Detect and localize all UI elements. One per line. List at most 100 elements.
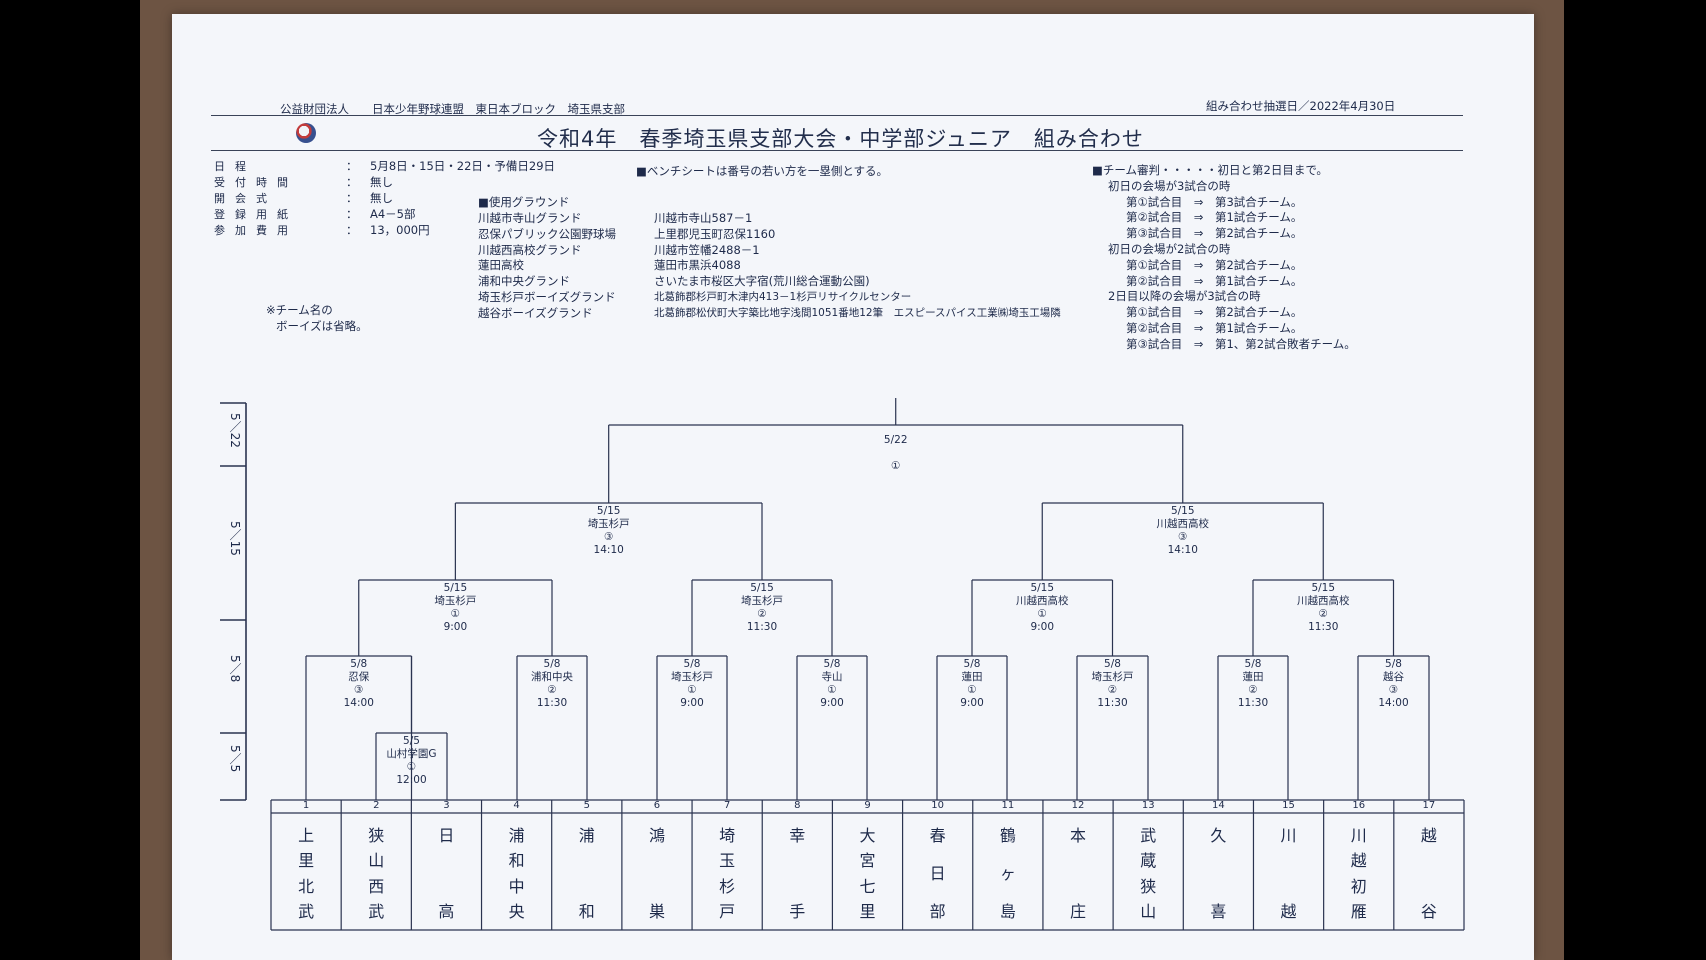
match-label-line: 11:30 [1097, 697, 1128, 709]
team-number: 11 [1001, 800, 1015, 811]
match-label-line: 5/15 [1311, 582, 1336, 594]
round-date: 5／22 [228, 412, 242, 448]
team-name-char: 央 [508, 901, 525, 921]
team-name-char: 武 [298, 901, 315, 921]
info-value: 無し [370, 175, 393, 189]
team-note-line-2: ボーイズは省略。 [276, 319, 368, 333]
match-label-line: ① [406, 761, 417, 773]
header-rule-top [211, 115, 1463, 116]
lottery-date: 組み合わせ抽選日／2022年4月30日 [1206, 99, 1396, 113]
team-name-char: 幸 [789, 826, 806, 845]
match-label-line: 5/15 [443, 582, 468, 594]
match-label-line: ① [891, 460, 901, 472]
team-number: 10 [931, 800, 945, 811]
referee-line: 2日目以降の会場が3試合の時 [1108, 289, 1261, 304]
team-name-char: 鶴 [999, 826, 1016, 845]
organization-line: 公益財団法人 日本少年野球連盟 東日本ブロック 埼玉県支部 [280, 102, 625, 116]
team-name: 埼玉杉戸 [692, 822, 762, 922]
info-value: 5月8日・15日・22日・予備日29日 [370, 159, 556, 173]
referee-line: 第①試合目 ⇒ 第2試合チーム。 [1126, 257, 1303, 272]
team-name-char: 日 [438, 826, 455, 845]
team-name-char: 埼 [719, 826, 736, 845]
team-name: 川越 [1254, 822, 1324, 922]
team-name-char: 春 [929, 826, 946, 845]
match-label-line: ① [450, 608, 461, 620]
team-name-char: 宮 [859, 851, 876, 871]
match-label-line: 9:00 [960, 697, 984, 709]
team-name-char: 戸 [719, 901, 736, 921]
team-name-char: 久 [1210, 826, 1227, 845]
team-number: 14 [1212, 800, 1225, 811]
bench-note: ■ベンチシートは番号の若い方を一塁側とする。 [636, 164, 889, 178]
match-label-line: 9:00 [820, 697, 844, 709]
team-number: 9 [864, 800, 871, 811]
team-name: 幸手 [762, 822, 832, 922]
team-name: 久喜 [1183, 822, 1253, 922]
team-name-char: 手 [789, 902, 806, 921]
team-name-char: 里 [859, 901, 876, 921]
document-sheet [172, 14, 1534, 960]
team-number: 1 [302, 800, 310, 811]
ground-name: 埼玉杉戸ボーイズグランド [478, 290, 616, 304]
info-label: 登録用紙 [214, 208, 298, 221]
referee-line: 第②試合目 ⇒ 第1試合チーム。 [1126, 210, 1303, 225]
team-number: 15 [1282, 800, 1295, 811]
match-label-line: 14:00 [1378, 697, 1409, 709]
info-value: A4－5部 [370, 207, 416, 221]
team-name: 鶴ヶ島 [973, 822, 1043, 922]
team-name-char: 武 [1140, 826, 1157, 845]
match-label-line: 5/8 [1244, 658, 1262, 670]
team-number: 4 [513, 800, 520, 811]
match-label-line: 忍保 [348, 671, 370, 683]
match-label-line: 川越西高校 [1297, 595, 1350, 607]
referee-line: 第③試合目 ⇒ 第1、第2試合敗者チーム。 [1126, 336, 1356, 351]
match-label-line: 5/8 [350, 658, 368, 670]
referee-line: 第③試合目 ⇒ 第2試合チーム。 [1126, 226, 1303, 241]
team-name: 武蔵狭山 [1113, 822, 1183, 922]
info-colon: ： [346, 223, 358, 237]
match-label-line: 5/8 [823, 658, 841, 670]
match-label-line: 埼玉杉戸 [741, 595, 783, 607]
grounds-title: ■使用グラウンド [478, 195, 570, 209]
team-name-char: 日 [929, 864, 946, 883]
team-number: 17 [1422, 800, 1436, 811]
team-name: 浦和 [552, 822, 622, 922]
match-label-line: 5/8 [1104, 658, 1121, 670]
match-label-line: 埼玉杉戸 [671, 671, 713, 683]
match-label-line: 14:10 [1167, 544, 1198, 556]
match-label-line: 寺山 [821, 671, 843, 683]
team-name-char: 和 [508, 851, 525, 871]
referee-line: 初日の会場が2試合の時 [1108, 242, 1231, 256]
ground-name: 越谷ボーイズグランド [478, 305, 593, 320]
team-number: 8 [794, 800, 801, 811]
ground-name: 蓮田高校 [478, 258, 524, 273]
team-name-char: 川 [1280, 826, 1297, 845]
info-colon: ： [346, 159, 358, 173]
ground-address: さいたま市桜区大字宿(荒川総合運動公園) [654, 274, 870, 289]
team-number: 13 [1141, 800, 1155, 811]
team-name: 鴻巣 [622, 822, 692, 922]
team-name-char: 鴻 [648, 826, 665, 845]
info-label: 受付時間 [214, 176, 298, 189]
team-name-char: 大 [859, 826, 876, 845]
team-name-char: 山 [368, 851, 385, 871]
match-label-line: 蓮田 [1242, 671, 1264, 683]
round-date: 5／8 [228, 654, 242, 682]
team-name-char: 川 [1350, 826, 1367, 845]
team-name-char: 北 [298, 876, 315, 896]
match-label-line: 5/8 [543, 658, 561, 670]
info-colon: ： [346, 207, 358, 221]
team-name-char: 谷 [1420, 902, 1437, 921]
match-label-line: 5/22 [883, 434, 908, 446]
team-name: 越谷 [1394, 822, 1464, 922]
